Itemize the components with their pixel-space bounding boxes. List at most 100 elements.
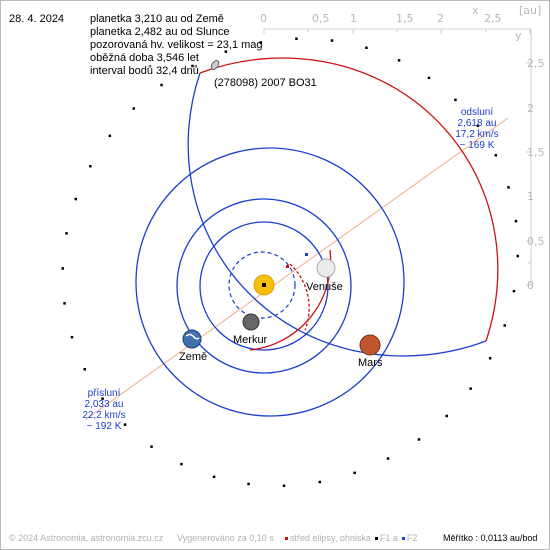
orbit-point — [63, 302, 66, 305]
orbit-point — [74, 197, 77, 201]
x-tick-label: 1 — [350, 12, 357, 25]
generated-text: Vygenerováno za 0,10 s — [177, 533, 274, 543]
legend-f2-text: F2 — [406, 533, 418, 543]
orbit-point — [507, 186, 510, 189]
orbit-point — [70, 335, 74, 339]
orbit-point-markers — [61, 37, 519, 487]
f2-legend-marker — [401, 537, 405, 540]
asteroid-orbit-lower — [187, 72, 487, 357]
x-tick-label: 1,5 — [396, 12, 414, 25]
mercury-arc-red — [289, 263, 310, 331]
center-legend-marker — [285, 537, 288, 540]
x-tick-label: 0,5 — [312, 12, 330, 25]
venus-label: Venuše — [306, 281, 343, 293]
focus-f2-marker — [305, 253, 308, 256]
period-line: oběžná doba 3,546 let — [90, 52, 199, 64]
mercury-label: Merkur — [233, 334, 268, 346]
asteroid-marker — [210, 60, 220, 70]
aphelion-temperature: ~ 169 K — [459, 140, 495, 151]
orbit-point — [516, 254, 519, 258]
orbit-point — [160, 83, 163, 87]
aphelion-title: odsluní — [460, 107, 494, 118]
perihelion-title: přísluní — [87, 388, 121, 399]
y-tick-label: 0,5 — [527, 235, 545, 248]
orbit-point — [476, 124, 480, 128]
x-tick-label: 2,5 — [484, 12, 502, 25]
orbit-point — [330, 39, 334, 42]
venus-planet — [316, 258, 336, 278]
perihelion-speed: 22,2 km/s — [82, 410, 126, 421]
orbit-point — [61, 267, 64, 270]
x-axis-label: x — [472, 4, 479, 17]
orbit-point — [397, 59, 401, 62]
earth-clouds — [185, 333, 200, 340]
apsis-line — [84, 117, 509, 421]
copyright-text: © 2024 Astronomia, astronomia.zcu.cz — [9, 533, 164, 543]
orbit-point — [123, 423, 127, 426]
y-axis-label: y — [515, 29, 522, 42]
orbit-point — [150, 445, 153, 448]
asteroid-label: (278098) 2007 BO31 — [214, 77, 317, 89]
aphelion-distance: 2,618 au — [457, 118, 497, 129]
y-tick-label: 1,5 — [527, 146, 545, 159]
orbit-point — [488, 357, 492, 360]
orbit-point — [295, 37, 298, 40]
y-tick-label: 0 — [527, 279, 534, 292]
sun-focus-marker — [262, 283, 266, 287]
perihelion-temperature: ~ 192 K — [86, 421, 122, 432]
orbit-point — [65, 232, 68, 235]
orbit-point — [427, 76, 431, 80]
orbit-point — [191, 64, 194, 68]
mars-orbit — [135, 147, 405, 417]
orbit-point — [83, 368, 86, 371]
magnitude-line: pozorovaná hv. velikost = 23,1 mag — [90, 39, 263, 51]
perihelion-info: přísluní 2,033 au 22,2 km/s ~ 192 K — [74, 388, 134, 432]
orbit-point — [445, 414, 448, 418]
asteroid-orbit-upper — [199, 57, 499, 342]
earth-label: Země — [179, 351, 207, 363]
y-tick-label: 2,5 — [527, 57, 545, 70]
orbit-point — [353, 471, 356, 475]
mars-label: Mars — [358, 357, 383, 369]
unit-label: [au] — [519, 4, 541, 17]
date-label: 28. 4. 2024 — [9, 13, 65, 25]
orbit-point — [386, 457, 390, 460]
orbit-point — [469, 387, 472, 390]
orbit-point — [365, 46, 368, 49]
sun-distance-line: planetka 2,482 au od Slunce — [90, 26, 230, 38]
x-tick-label: 0 — [260, 12, 267, 25]
orbit-point — [247, 482, 250, 486]
perihelion-distance: 2,033 au — [84, 399, 124, 410]
orbit-point — [503, 324, 506, 327]
orbit-point — [259, 41, 262, 44]
x-tick-label: 2 — [437, 12, 444, 25]
orbit-point — [180, 462, 183, 466]
earth-distance-line: planetka 3,210 au od Země — [90, 13, 224, 25]
mars-planet — [359, 334, 381, 356]
y-axis-ticks — [526, 62, 531, 286]
orbit-point — [454, 98, 457, 102]
orbit-point — [282, 484, 286, 487]
orbit-point — [417, 438, 421, 441]
orbit-point — [318, 480, 321, 484]
mercury-orbit — [228, 251, 296, 319]
orbit-point — [108, 134, 112, 138]
orbit-point — [89, 165, 92, 168]
orbit-point — [101, 397, 104, 400]
mercury-planet — [242, 313, 260, 331]
x-axis-ticks — [263, 29, 531, 34]
ellipse-center-marker — [286, 265, 289, 268]
aphelion-info: odsluní 2,618 au 17,2 km/s ~ 169 K — [447, 107, 507, 151]
earth-orbit — [176, 198, 352, 374]
orbit-point — [224, 50, 228, 53]
orbit-point — [514, 219, 518, 223]
y-tick-labels: 2,521,510,50 — [527, 57, 545, 292]
orbit-point — [132, 107, 135, 110]
interval-line: interval bodů 32,4 dnů — [90, 65, 199, 77]
x-tick-labels: 0 0,5 1 1,5 2 2,5 — [260, 12, 502, 25]
scale-text: Měřítko : 0,0113 au/bod — [443, 533, 538, 543]
f1-legend-marker — [374, 537, 378, 540]
orbit-point — [494, 154, 497, 157]
